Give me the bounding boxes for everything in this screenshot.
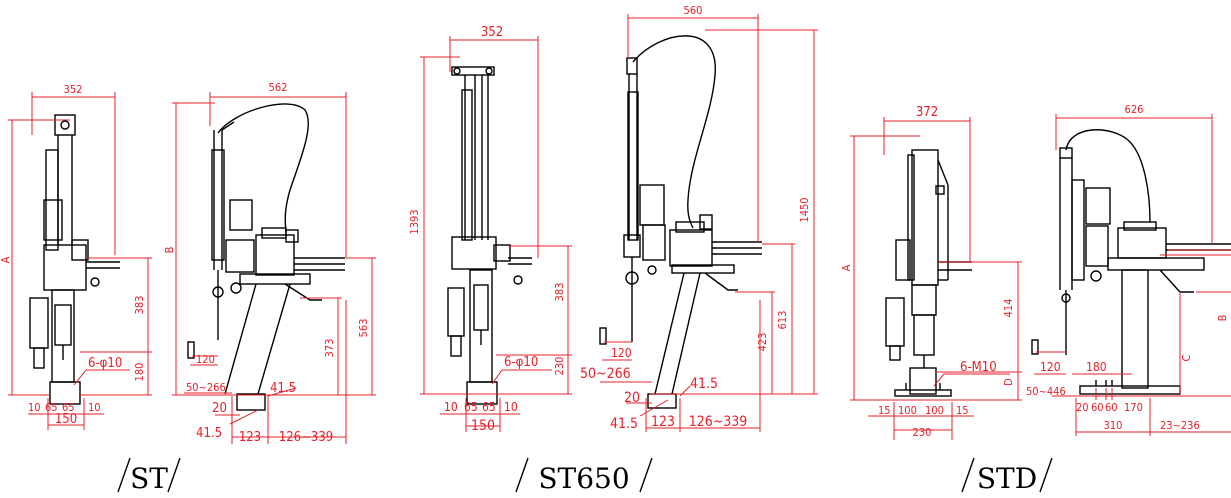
st650-front-b65a: 65 xyxy=(464,400,478,414)
st-side-373: 373 xyxy=(323,339,336,358)
st-front-383: 383 xyxy=(133,296,146,315)
std-side-b20: 20 xyxy=(1076,401,1089,414)
st-front-b10b: 10 xyxy=(88,401,101,414)
st-side-123: 123 xyxy=(239,430,261,445)
st-side-width: 562 xyxy=(269,81,288,94)
st650-side-height: 1450 xyxy=(798,197,811,222)
st650-side-423: 423 xyxy=(756,333,769,352)
st650-side-123: 123 xyxy=(651,414,675,430)
st-front-hole: 6-φ10 xyxy=(88,356,122,371)
st650-front-b10b: 10 xyxy=(504,400,518,414)
st-front-b65a: 65 xyxy=(45,401,58,414)
st-side-41a: 41.5 xyxy=(270,381,296,396)
std-front-b100a: 100 xyxy=(898,404,917,417)
st650-front-230: 230 xyxy=(553,357,566,376)
st650-front-b10a: 10 xyxy=(444,400,458,414)
std-front-height-label: A xyxy=(840,264,853,271)
std-side-b60b: 60 xyxy=(1105,401,1118,414)
st-side-reach: 50~266 xyxy=(186,381,226,394)
st-front-b10a: 10 xyxy=(28,401,41,414)
st650-front-hole: 6-φ10 xyxy=(504,355,538,370)
std-side-width: 626 xyxy=(1125,103,1144,116)
model-labels: ST ST650 STD xyxy=(117,457,1053,495)
st-front-view: 352 A 383 180 6-φ10 10 65 65 10 150 xyxy=(0,83,152,430)
st-side-height-label: B xyxy=(163,246,176,253)
std-front-view: 372 A 414 D 6-M10 15 100 100 15 230 xyxy=(840,105,1022,440)
st-side-20: 20 xyxy=(212,401,227,416)
st650-side-view: 560 1450 613 423 120 50~266 41.5 20 41.5… xyxy=(580,4,818,432)
std-side-c-label: C xyxy=(1180,354,1193,361)
model-label-st: ST xyxy=(130,462,168,495)
st650-side-41a: 41.5 xyxy=(690,376,718,392)
st-front-base: 150 xyxy=(55,412,77,427)
std-front-b15a: 15 xyxy=(878,404,891,417)
std-side-180: 180 xyxy=(1086,360,1107,374)
st-front-width: 352 xyxy=(64,83,83,96)
st650-side-41b: 41.5 xyxy=(610,416,638,432)
std-side-height-label: B xyxy=(1216,314,1229,321)
st650-side-width: 560 xyxy=(684,4,703,17)
st650-side-20: 20 xyxy=(624,390,640,406)
st650-front-width: 352 xyxy=(481,25,503,40)
std-side-b310: 310 xyxy=(1104,419,1123,432)
std-side-b60a: 60 xyxy=(1091,401,1104,414)
std-front-width: 372 xyxy=(916,105,938,120)
st-side-563: 563 xyxy=(357,319,370,338)
st650-side-613: 613 xyxy=(776,311,789,330)
st650-side-arm: 126~339 xyxy=(689,414,748,430)
st650-front-b65b: 65 xyxy=(482,400,496,414)
std-side-reach: 50~446 xyxy=(1026,385,1066,398)
std-front-hole: 6-M10 xyxy=(960,360,997,375)
std-front-base: 230 xyxy=(913,426,932,439)
std-side-b170: 170 xyxy=(1124,401,1143,414)
st-side-view: 562 B 563 373 120 50~266 41.5 20 41.5 12… xyxy=(163,81,376,445)
st-side-arm: 126~339 xyxy=(279,430,333,445)
std-front-414: 414 xyxy=(1002,299,1015,318)
st650-side-120: 120 xyxy=(611,346,632,360)
std-front-b15b: 15 xyxy=(956,404,969,417)
st-side-120: 120 xyxy=(196,353,215,366)
st650-front-383: 383 xyxy=(553,283,566,302)
std-side-120: 120 xyxy=(1040,360,1061,374)
model-label-st650: ST650 xyxy=(538,462,629,495)
st650-front-view: 352 1393 383 230 6-φ10 10 65 65 10 150 xyxy=(408,25,572,434)
st650-front-base: 150 xyxy=(471,418,495,434)
st-front-180: 180 xyxy=(133,363,146,382)
st-front-height-label: A xyxy=(0,256,12,263)
st650-front-height: 1393 xyxy=(408,209,421,234)
st-front-b65b: 65 xyxy=(62,401,75,414)
st-side-41b: 41.5 xyxy=(196,426,222,441)
std-side-arm: 23~236 xyxy=(1160,419,1200,432)
std-front-b100b: 100 xyxy=(925,404,944,417)
st650-side-reach: 50~266 xyxy=(580,366,631,382)
std-front-d-label: D xyxy=(1002,378,1015,386)
std-side-view: 626 B C 120 180 50~446 20 60 60 170 310 … xyxy=(1026,103,1231,436)
model-label-std: STD xyxy=(977,462,1037,495)
